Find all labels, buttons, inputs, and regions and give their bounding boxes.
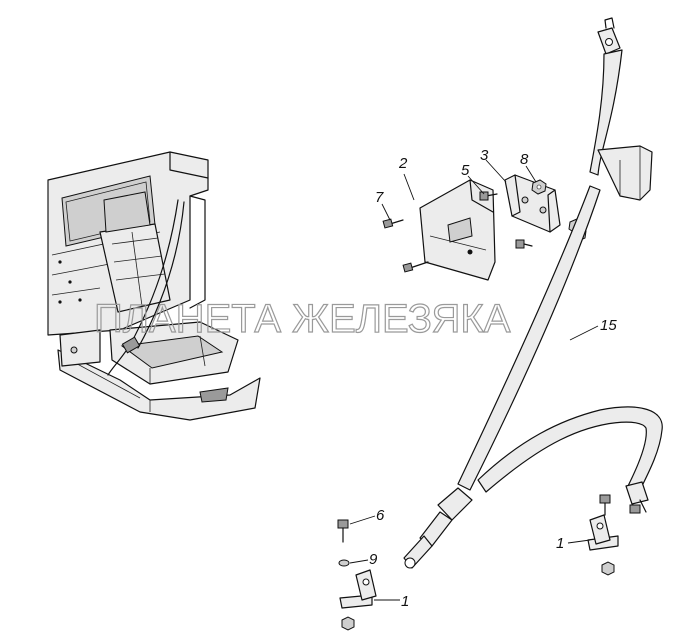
callout-9: 9 [369, 551, 378, 568]
callout-2: 2 [398, 155, 408, 172]
callout-3: 3 [480, 147, 489, 164]
cab-seat-overview [47, 151, 261, 421]
anchor-bracket-left [337, 519, 377, 631]
callout-15: 15 [600, 317, 617, 334]
trim-cover-part [419, 179, 496, 281]
callout-1-right: 1 [556, 535, 564, 552]
bracket-part [504, 174, 561, 233]
callout-7: 7 [375, 189, 384, 206]
anchor-bracket-right [587, 494, 619, 576]
callout-6: 6 [376, 507, 385, 524]
callout-5: 5 [461, 162, 470, 179]
callout-1-left: 1 [401, 593, 409, 610]
seat-belt-assembly [403, 17, 663, 569]
callout-8: 8 [520, 151, 529, 168]
leader-lines [349, 159, 599, 601]
watermark-text: ПЛАНЕТА ЖЕЛЕЗЯКА [94, 297, 511, 341]
